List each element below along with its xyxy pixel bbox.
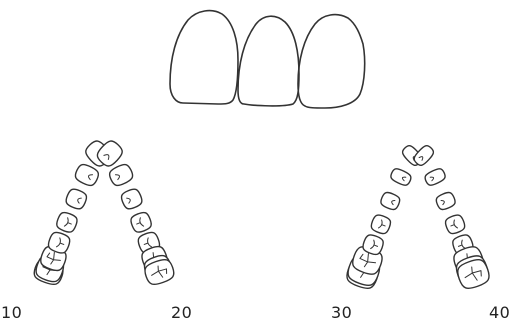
quadrant-label-20: 20 [171,303,192,322]
tooth [434,191,456,212]
tooth [423,167,447,187]
tooth [379,191,401,212]
tooth-outline [434,191,456,212]
incisor-crowns [170,11,365,108]
tooth [73,162,101,188]
tooth [444,213,467,235]
lower-dental-arch [344,143,492,291]
quadrant-label-30: 30 [331,303,352,322]
tooth-outline [107,162,135,188]
crown-middle [238,16,299,106]
tooth-outline [55,210,79,234]
quadrant-label-10: 10 [1,303,22,322]
tooth [119,187,144,211]
tooth-outline [64,187,89,211]
tooth-outline [129,210,153,234]
tooth [389,167,413,187]
tooth [129,210,153,234]
crown-left [170,11,238,104]
tooth [55,210,79,234]
tooth [107,162,135,188]
quadrant-label-40: 40 [489,303,510,322]
tooth-outline [444,213,467,235]
tooth-outline [73,162,101,188]
tooth [369,213,392,235]
tooth-outline [423,167,447,187]
crown-right [298,15,365,108]
tooth-outline [379,191,401,212]
tooth-outline [369,213,392,235]
tooth-outline [389,167,413,187]
tooth [64,187,89,211]
tooth-outline [119,187,144,211]
upper-dental-arch [32,138,177,287]
